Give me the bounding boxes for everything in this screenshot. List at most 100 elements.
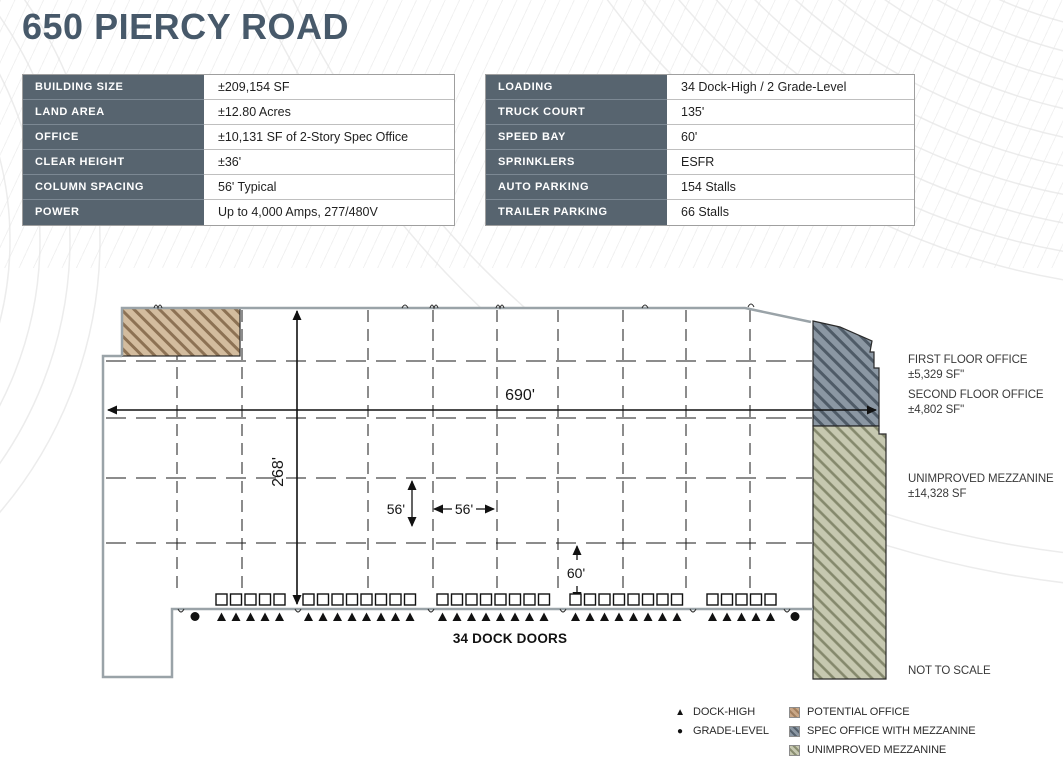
annotation-line: UNIMPROVED MEZZANINE bbox=[908, 473, 1054, 485]
legend-grade-level: ● GRADE-LEVEL bbox=[674, 725, 769, 737]
dock-high-marker bbox=[438, 612, 447, 621]
dock-door-opening bbox=[273, 593, 286, 606]
dock-high-marker bbox=[766, 612, 775, 621]
dock-door-opening bbox=[749, 593, 763, 606]
spec-label: LOADING bbox=[486, 75, 667, 100]
dock-door-opening bbox=[735, 593, 748, 606]
annotation-line: FIRST FLOOR OFFICE bbox=[908, 354, 1028, 366]
dock-high-marker bbox=[496, 612, 505, 621]
legend-dock-high: ▲ DOCK-HIGH bbox=[674, 706, 755, 718]
grade-level-door-left bbox=[190, 612, 200, 621]
annotation-line: SECOND FLOOR OFFICE bbox=[908, 389, 1044, 401]
dock-door-opening bbox=[316, 593, 330, 606]
dock-door-opening bbox=[436, 593, 449, 606]
dock-high-marker bbox=[539, 612, 549, 621]
dock-door-opening bbox=[720, 593, 734, 606]
spec-label: CLEAR HEIGHT bbox=[23, 150, 204, 175]
dock-high-marker bbox=[467, 612, 476, 621]
spec-value: ±10,131 SF of 2-Story Spec Office bbox=[204, 125, 454, 150]
dock-high-marker bbox=[318, 612, 328, 621]
dock-high-marker bbox=[571, 612, 580, 621]
dock-high-marker bbox=[737, 612, 746, 621]
dock-high-marker bbox=[362, 612, 371, 621]
spec-label: BUILDING SIZE bbox=[23, 75, 204, 100]
legend-label: DOCK-HIGH bbox=[693, 706, 756, 718]
spec-value: Up to 4,000 Amps, 277/480V bbox=[204, 200, 454, 225]
dock-high-marker bbox=[510, 612, 520, 621]
legend-potential-office: POTENTIAL OFFICE bbox=[789, 706, 910, 718]
not-to-scale-note: NOT TO SCALE bbox=[908, 665, 991, 677]
legend-label: POTENTIAL OFFICE bbox=[807, 706, 910, 718]
legend-spec-office: SPEC OFFICE WITH MEZZANINE bbox=[789, 725, 976, 737]
dock-door-opening bbox=[465, 593, 478, 606]
dock-door-opening bbox=[569, 593, 582, 606]
dock-high-marker bbox=[643, 612, 653, 621]
dock-high-marker bbox=[585, 612, 595, 621]
dock-high-marker bbox=[391, 612, 400, 621]
unimproved-mezzanine-swatch-icon bbox=[789, 744, 800, 756]
dock-door-opening bbox=[764, 593, 777, 606]
dock-high-marker bbox=[481, 612, 491, 621]
dock-high-marker bbox=[614, 612, 624, 621]
spec-label: SPEED BAY bbox=[486, 125, 667, 150]
dim-56-vertical: 56' bbox=[387, 501, 405, 517]
spec-label: POWER bbox=[23, 200, 204, 225]
dock-door-opening bbox=[670, 593, 684, 606]
spec-value: ±209,154 SF bbox=[204, 75, 454, 100]
dock-high-marker bbox=[722, 612, 732, 621]
grade-level-circle-icon: ● bbox=[677, 725, 683, 737]
first-floor-office-annotation: FIRST FLOOR OFFICE ±5,329 SF" bbox=[908, 353, 1027, 383]
page-title: 650 PIERCY ROAD bbox=[22, 6, 349, 47]
building-spec-table-right: LOADING 34 Dock-High / 2 Grade-Level TRU… bbox=[485, 74, 915, 226]
dim-56-horizontal: 56' bbox=[455, 501, 473, 517]
spec-value: ±36' bbox=[204, 150, 454, 175]
dock-high-marker bbox=[347, 612, 357, 621]
dock-door-opening bbox=[360, 593, 373, 606]
dock-door-opening bbox=[508, 593, 522, 606]
dock-high-marker bbox=[275, 612, 284, 621]
legend-unimproved-mezzanine: UNIMPROVED MEZZANINE bbox=[789, 744, 946, 756]
spec-label: LAND AREA bbox=[23, 100, 204, 125]
dock-high-marker bbox=[217, 612, 226, 621]
dock-door-opening bbox=[374, 593, 388, 606]
spec-label: COLUMN SPACING bbox=[23, 175, 204, 200]
dim-268: 268' bbox=[270, 457, 287, 487]
dock-door-opening bbox=[403, 593, 417, 606]
dock-door-opening bbox=[450, 593, 464, 606]
spec-office-swatch-icon bbox=[789, 725, 800, 737]
spec-value: 60' bbox=[667, 125, 914, 150]
spec-label: TRAILER PARKING bbox=[486, 200, 667, 225]
dock-high-marker bbox=[629, 612, 638, 621]
dock-high-marker bbox=[658, 612, 667, 621]
dock-door-opening bbox=[302, 593, 315, 606]
dock-door-opening bbox=[656, 593, 669, 606]
spec-label: OFFICE bbox=[23, 125, 204, 150]
annotation-line: ±14,328 SF bbox=[908, 488, 967, 500]
dock-door-opening bbox=[215, 593, 228, 606]
building-footprint bbox=[103, 308, 812, 677]
legend-label: UNIMPROVED MEZZANINE bbox=[807, 744, 947, 756]
spec-value: 154 Stalls bbox=[667, 175, 914, 200]
potential-office-area bbox=[121, 307, 241, 357]
dock-door-opening bbox=[331, 593, 344, 606]
dock-door-opening bbox=[479, 593, 493, 606]
dock-door-opening bbox=[494, 593, 507, 606]
dock-door-opening bbox=[537, 593, 551, 606]
dock-high-marker bbox=[525, 612, 534, 621]
spec-value: ±12.80 Acres bbox=[204, 100, 454, 125]
dock-door-opening bbox=[627, 593, 640, 606]
dock-door-opening bbox=[229, 593, 243, 606]
dock-high-marker bbox=[452, 612, 462, 621]
spec-value: 135' bbox=[667, 100, 914, 125]
spec-label: TRUCK COURT bbox=[486, 100, 667, 125]
dock-high-marker bbox=[231, 612, 241, 621]
legend-label: SPEC OFFICE WITH MEZZANINE bbox=[807, 725, 976, 737]
spec-value: ESFR bbox=[667, 150, 914, 175]
grade-level-door-right bbox=[790, 612, 800, 621]
dock-door-opening bbox=[706, 593, 719, 606]
dock-high-marker bbox=[260, 612, 270, 621]
annotation-line: ±5,329 SF" bbox=[908, 369, 965, 381]
dock-door-opening bbox=[258, 593, 272, 606]
dock-door-opening bbox=[641, 593, 655, 606]
